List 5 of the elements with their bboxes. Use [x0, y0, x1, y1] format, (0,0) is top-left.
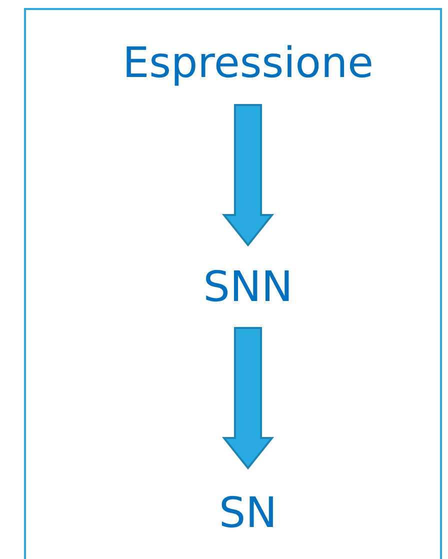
node-label: Espressione	[122, 40, 374, 86]
block-arrow	[222, 104, 274, 247]
block-arrow	[222, 327, 274, 470]
node-label: SNN	[203, 264, 293, 310]
node-label: SN	[218, 490, 278, 536]
